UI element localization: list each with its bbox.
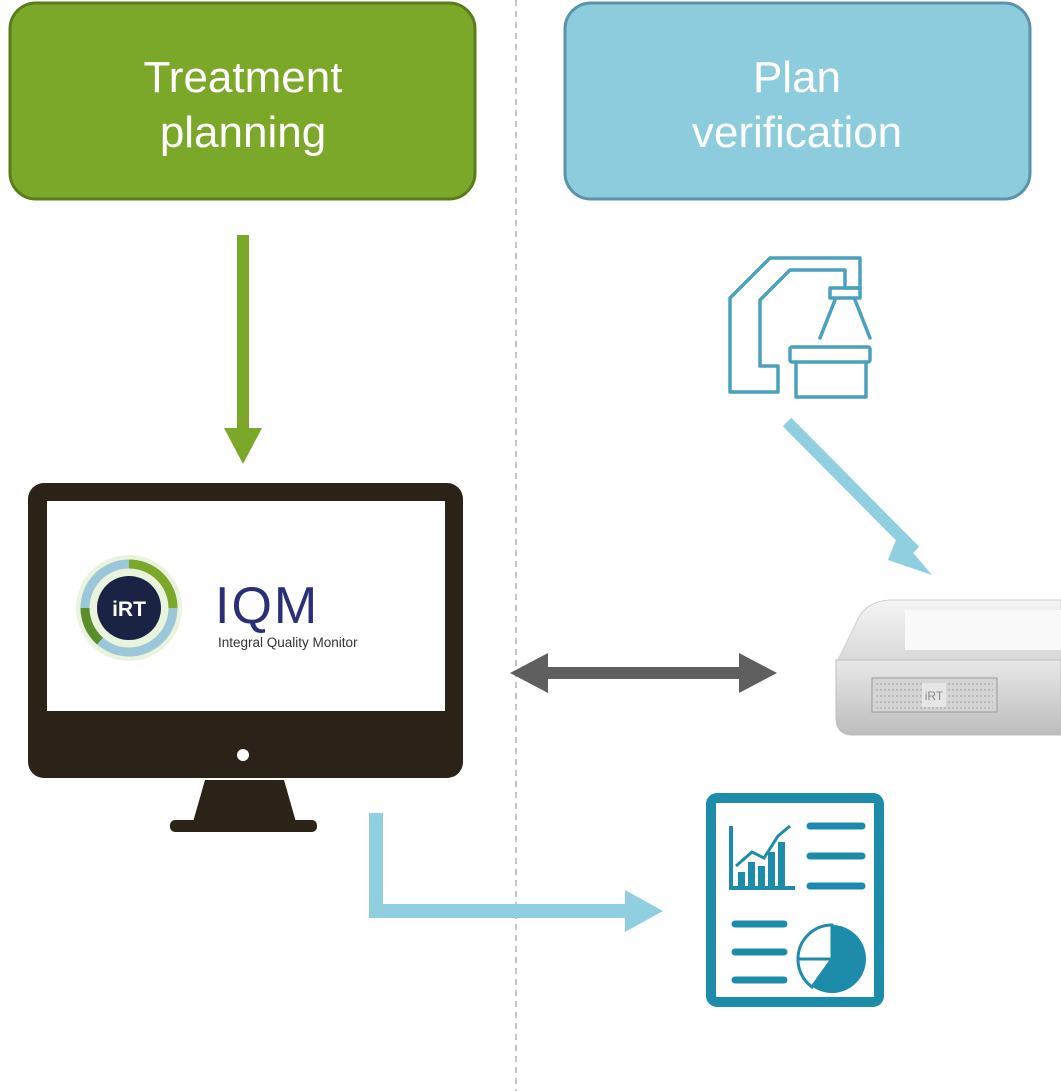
- iqm-device: iRT: [835, 599, 1061, 736]
- monitor-power-dot: [237, 749, 249, 761]
- linac-to-device-arrow: [782, 417, 932, 575]
- bidirectional-arrow: [510, 653, 777, 693]
- linac-icon: [728, 256, 872, 399]
- treatment-planning-line1: Treatment: [144, 53, 343, 102]
- monitor-to-report-arrow: [369, 813, 663, 932]
- treatment-planning-box: Treatment planning: [8, 1, 477, 201]
- irt-logo-text: iRT: [112, 598, 146, 621]
- monitor-icon: [28, 483, 463, 832]
- treatment-planning-line2: planning: [160, 108, 326, 157]
- report-bar-chart: [729, 824, 795, 890]
- iqm-subtitle: Integral Quality Monitor: [218, 635, 358, 650]
- report-pie-chart: [796, 923, 866, 993]
- plan-verification-line1: Plan: [753, 53, 841, 102]
- green-down-arrow: [224, 235, 262, 464]
- irt-logo: iRT: [76, 555, 182, 661]
- report-text-lines: [731, 822, 866, 984]
- report-icon: [706, 793, 884, 1007]
- iqm-title: IQM: [215, 577, 319, 635]
- plan-verification-box: Plan verification: [563, 1, 1032, 201]
- device-badge: iRT: [925, 689, 944, 703]
- plan-verification-line2: verification: [692, 108, 902, 157]
